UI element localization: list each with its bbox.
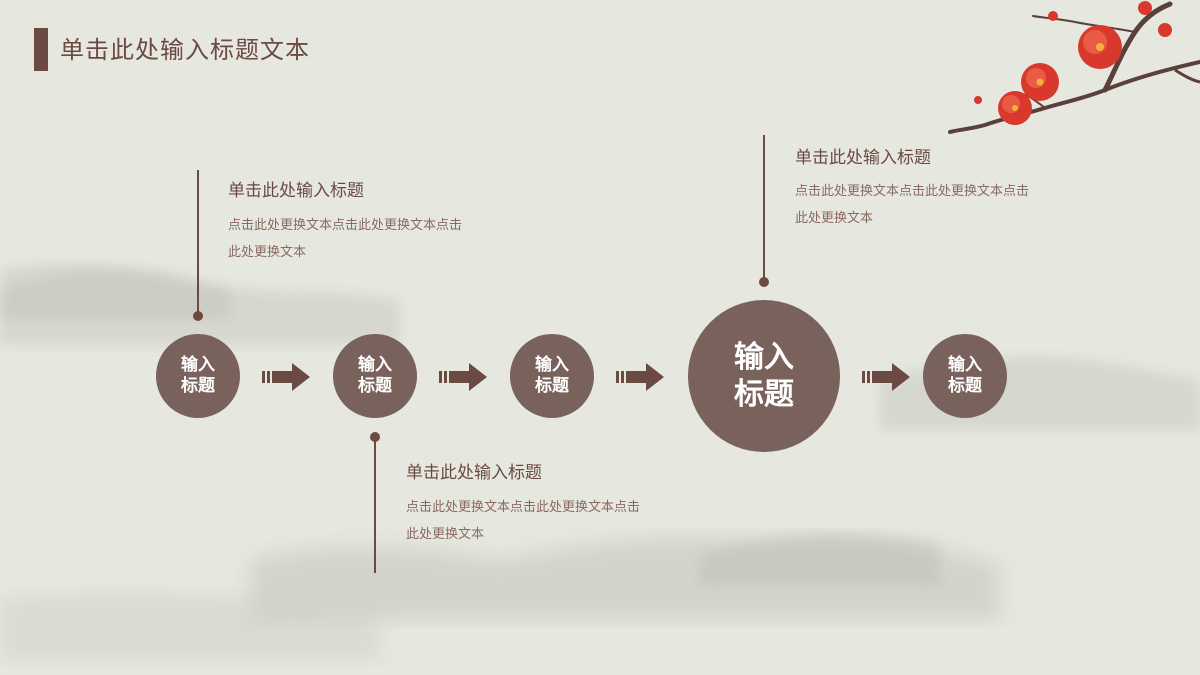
step-3-circle[interactable]: 输入 标题 (510, 334, 594, 418)
arrow-right-icon (439, 363, 487, 391)
arrow-right-icon (862, 363, 910, 391)
step-3-line2: 标题 (535, 376, 569, 396)
page-title[interactable]: 单击此处输入标题文本 (60, 36, 310, 64)
title-accent-bar (34, 28, 48, 71)
step-2-circle[interactable]: 输入 标题 (333, 334, 417, 418)
connector-dot-3 (759, 277, 769, 287)
step-5-line1: 输入 (948, 354, 982, 375)
step-1-circle[interactable]: 输入 标题 (156, 334, 240, 418)
note-2-text[interactable]: 点击此处更换文本点击此处更换文本点击 此处更换文本 (406, 494, 640, 548)
note-1-title[interactable]: 单击此处输入标题 (228, 181, 364, 201)
note-2-title[interactable]: 单击此处输入标题 (406, 463, 542, 483)
connector-line-1 (197, 170, 199, 316)
note-1-text[interactable]: 点击此处更换文本点击此处更换文本点击 此处更换文本 (228, 212, 462, 266)
plum-blossom-branch (948, 1, 1200, 134)
note-2-line1: 点击此处更换文本点击此处更换文本点击 (406, 500, 641, 515)
note-1-line2: 此处更换文本 (228, 245, 307, 260)
note-3-title[interactable]: 单击此处输入标题 (795, 148, 931, 168)
step-2-line2: 标题 (358, 376, 392, 396)
step-4-line1: 输入 (734, 339, 794, 375)
note-1-line1: 点击此处更换文本点击此处更换文本点击 (228, 218, 463, 233)
connector-line-2 (374, 437, 376, 573)
note-2-line2: 此处更换文本 (406, 527, 485, 542)
step-4-line2: 标题 (734, 377, 794, 412)
step-3-line1: 输入 (535, 354, 569, 375)
note-3-line1: 点击此处更换文本点击此处更换文本点击 (795, 184, 1030, 199)
arrow-right-icon (262, 363, 310, 391)
step-1-line2: 标题 (181, 376, 215, 396)
step-5-line2: 标题 (948, 376, 982, 396)
step-2-line1: 输入 (358, 354, 392, 375)
note-3-text[interactable]: 点击此处更换文本点击此处更换文本点击 此处更换文本 (795, 178, 1029, 232)
connector-line-3 (763, 135, 765, 283)
note-3-line2: 此处更换文本 (795, 211, 874, 226)
connector-dot-1 (193, 311, 203, 321)
step-1-line1: 输入 (181, 354, 215, 375)
step-4-circle[interactable]: 输入 标题 (688, 300, 840, 452)
step-5-circle[interactable]: 输入 标题 (923, 334, 1007, 418)
arrow-right-icon (616, 363, 664, 391)
